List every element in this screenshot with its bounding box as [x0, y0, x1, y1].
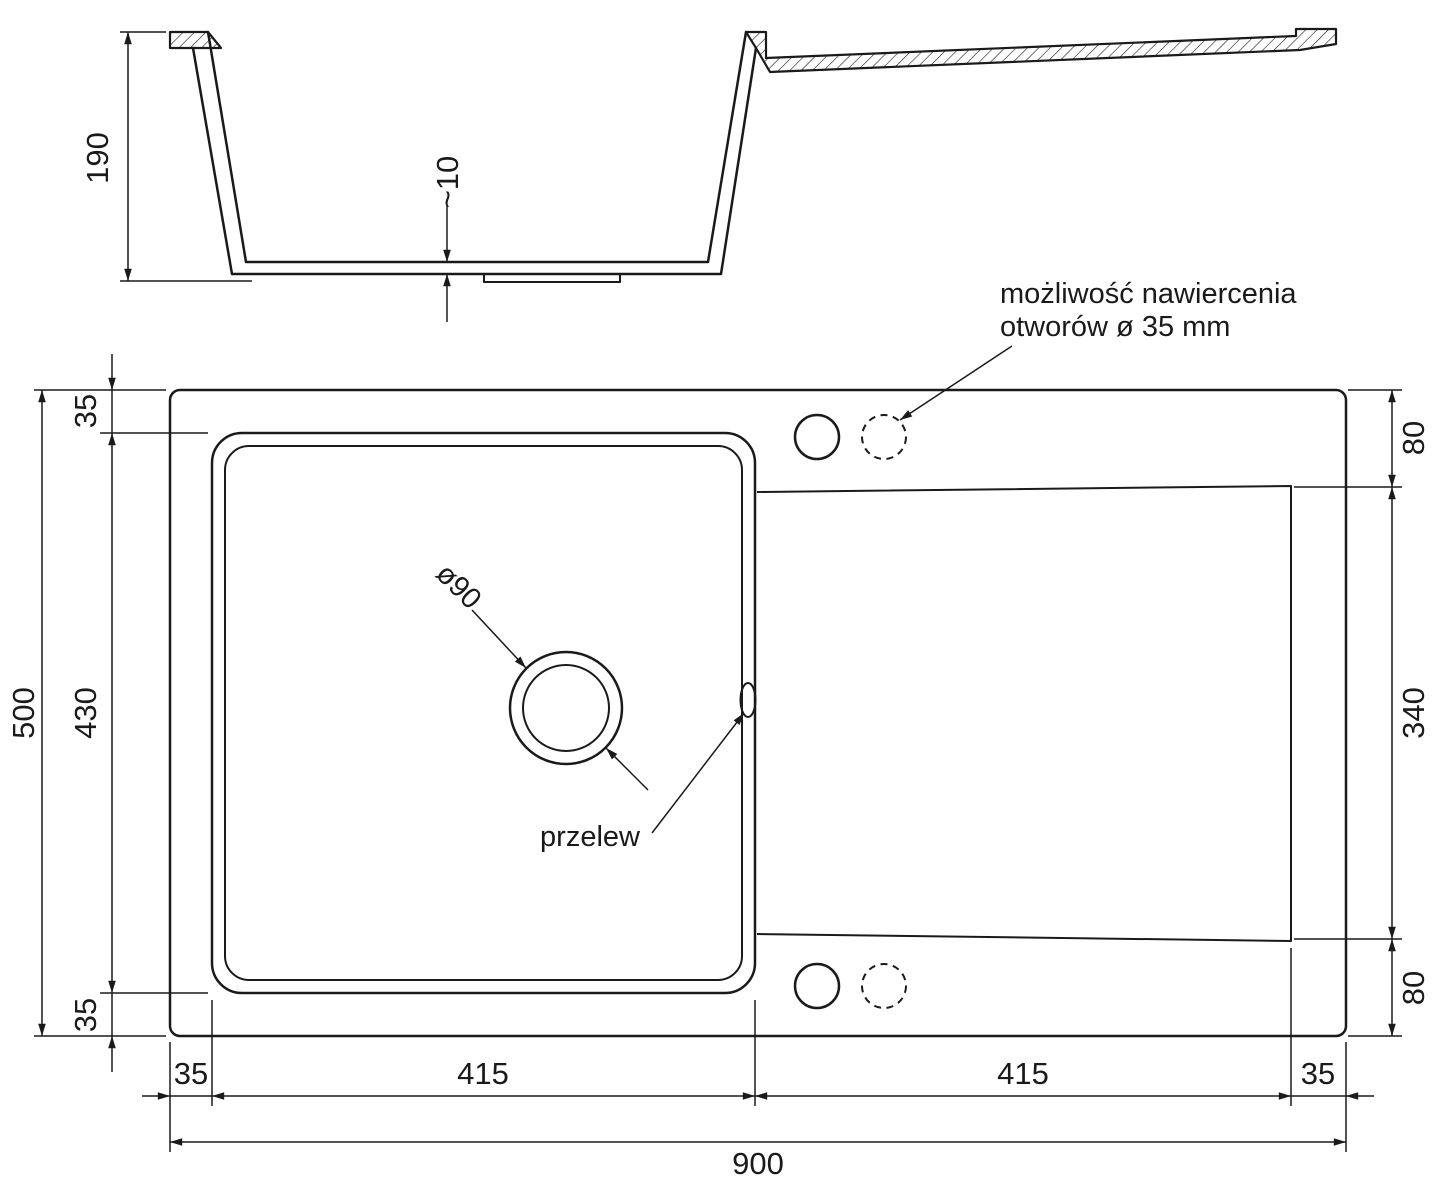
- dim-label-right-bottom: 80: [1396, 971, 1431, 1005]
- overflow-callout: przelew: [540, 712, 745, 853]
- dim-label-overall-width: 900: [732, 1146, 784, 1178]
- plan-view: ø90 przelew możliwość nawiercenia otworó…: [168, 278, 1348, 1038]
- dim-label-floor-thickness: ~10: [430, 156, 465, 209]
- dim-label-bowl-height: 430: [68, 687, 103, 739]
- drill-option-hole-bottom: [861, 963, 907, 1009]
- dim-label-bottom-margin-left: 35: [174, 1056, 208, 1091]
- leader-line: [899, 345, 1013, 421]
- drill-option-hole-top: [861, 414, 907, 460]
- sink-outline: [168, 388, 1348, 1038]
- dim-left-column: 500 35 430 35: [6, 354, 208, 1072]
- dim-depth: 190: [80, 31, 252, 282]
- bowl-outer-profile: [191, 46, 758, 276]
- overflow-label: przelew: [540, 821, 641, 853]
- cross-section-view: 190 ~10: [80, 27, 1338, 322]
- dim-label-right-top: 80: [1396, 421, 1431, 455]
- bowl-bottom-pad: [483, 274, 621, 283]
- annotation-line1: możliwość nawiercenia: [1000, 278, 1297, 310]
- overflow-slot: [739, 682, 757, 718]
- leader-line: [651, 712, 745, 834]
- drain-diameter-label: ø90: [429, 558, 487, 616]
- rim-section-left: [168, 30, 223, 50]
- drainboard-section: [744, 27, 1338, 74]
- dim-right-column: 80 340 80: [1294, 389, 1431, 1037]
- dim-label-margin-top: 35: [68, 394, 103, 428]
- drill-annotation: możliwość nawiercenia otworów ø 35 mm: [899, 278, 1297, 421]
- dim-label-bowl-width: 415: [457, 1056, 509, 1091]
- faucet-hole-bottom: [793, 962, 841, 1010]
- drain-inner-circle: [522, 664, 610, 752]
- dim-bottom-rows: 35 415 415 35 900: [142, 948, 1374, 1178]
- dim-label-bottom-margin-right: 35: [1301, 1056, 1335, 1091]
- drainboard-edge: [756, 485, 1292, 942]
- dim-label-depth: 190: [80, 132, 115, 184]
- bowl-outer-rim: [210, 431, 757, 995]
- faucet-hole-top: [793, 413, 841, 461]
- annotation-line2: otworów ø 35 mm: [1000, 311, 1230, 343]
- dim-label-right-middle: 340: [1396, 687, 1431, 739]
- bowl-inner-profile: [206, 30, 748, 264]
- leader-line: [605, 747, 649, 791]
- dim-label-drainer-width: 415: [997, 1056, 1049, 1091]
- drain-outer-circle: [508, 650, 624, 766]
- dim-floor-thickness: ~10: [430, 156, 465, 322]
- dim-label-margin-bottom: 35: [68, 998, 103, 1032]
- leader-line: [471, 609, 527, 669]
- bowl-inner-rim: [224, 445, 743, 981]
- dim-label-overall-height: 500: [6, 687, 41, 739]
